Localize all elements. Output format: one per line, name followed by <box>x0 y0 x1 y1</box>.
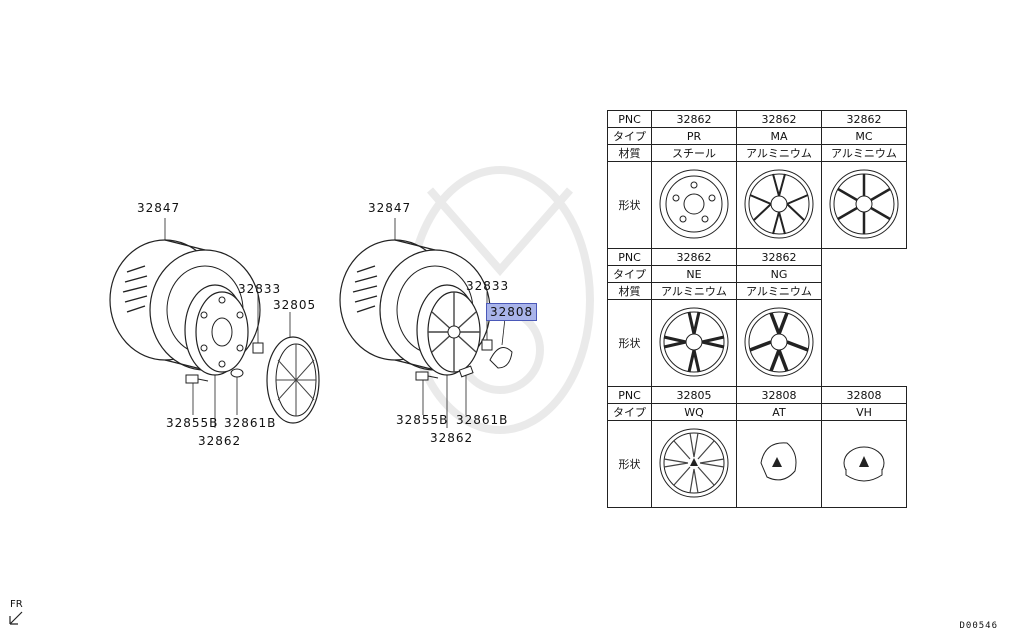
table-row: タイプ PR MA MC <box>607 127 907 145</box>
type-cell: MA <box>736 127 822 145</box>
pnc-cell: 32805 <box>651 386 737 404</box>
pnc-cell: 32862 <box>736 248 822 266</box>
pnc-cell: 32808 <box>821 386 907 404</box>
alloy-wheel-mc-icon[interactable] <box>826 166 902 242</box>
material-cell: アルミニウム <box>736 282 822 300</box>
pnc-cell: 32808 <box>736 386 822 404</box>
type-label: タイプ <box>607 127 652 145</box>
table-row: 材質 スチール アルミニウム アルミニウム <box>607 144 907 162</box>
callout-right-weight[interactable]: 32861B <box>456 413 509 427</box>
fr-label: FR <box>10 599 23 610</box>
fr-arrow-icon <box>9 611 23 625</box>
table-row: 形状 <box>607 161 907 249</box>
alloy-wheel-ng-icon[interactable] <box>741 304 817 380</box>
type-label: タイプ <box>607 265 652 283</box>
callout-right-bolt[interactable]: 32855B <box>396 413 449 427</box>
callout-left-wheel[interactable]: 32862 <box>198 434 242 448</box>
table-row: PNC 32805 32808 32808 <box>607 386 907 404</box>
center-cap-vh-icon[interactable] <box>834 433 894 493</box>
alloy-wheel-ma-icon[interactable] <box>741 166 817 242</box>
right-balance-weight <box>458 365 474 415</box>
type-cell: PR <box>651 127 737 145</box>
shape-label: 形状 <box>607 161 652 249</box>
callout-left-weight[interactable]: 32861B <box>224 416 277 430</box>
table-row: タイプ NE NG <box>607 265 907 283</box>
table-row: 材質 アルミニウム アルミニウム <box>607 282 907 300</box>
material-cell: アルミニウム <box>651 282 737 300</box>
type-cell: NE <box>651 265 737 283</box>
table-row: PNC 32862 32862 32862 <box>607 110 907 128</box>
type-cell: NG <box>736 265 822 283</box>
wheel-spec-table: PNC 32862 32862 32862 タイプ PR MA MC 材質 スチ… <box>607 110 907 508</box>
callout-right-wheel[interactable]: 32862 <box>430 431 474 445</box>
callout-left-tire[interactable]: 32847 <box>137 201 181 215</box>
pnc-cell: 32862 <box>651 248 737 266</box>
type-cell: AT <box>736 403 822 421</box>
type-cell: VH <box>821 403 907 421</box>
pnc-label: PNC <box>607 248 652 266</box>
right-bolt <box>415 371 439 415</box>
callout-left-bolt[interactable]: 32855B <box>166 416 219 430</box>
table-row: タイプ WQ AT VH <box>607 403 907 421</box>
type-cell: MC <box>821 127 907 145</box>
pnc-cell: 32862 <box>736 110 822 128</box>
pnc-label: PNC <box>607 386 652 404</box>
material-cell: アルミニウム <box>736 144 822 162</box>
table-row: PNC 32862 32862 <box>607 248 907 266</box>
diagram-code: D00546 <box>959 621 998 631</box>
center-cap-at-icon[interactable] <box>749 433 809 493</box>
type-cell: WQ <box>651 403 737 421</box>
callout-right-tire[interactable]: 32847 <box>368 201 412 215</box>
type-label: タイプ <box>607 403 652 421</box>
table-row: 形状 <box>607 299 907 387</box>
left-wheel-cover <box>266 312 320 424</box>
left-steel-wheel <box>184 284 249 376</box>
material-label: 材質 <box>607 144 652 162</box>
left-wheel-nut <box>252 292 264 354</box>
right-center-cap <box>489 317 513 369</box>
left-balance-weight <box>230 368 244 415</box>
left-bolt <box>185 374 209 415</box>
material-cell: アルミニウム <box>821 144 907 162</box>
steel-wheel-icon[interactable] <box>656 166 732 242</box>
pnc-cell: 32862 <box>651 110 737 128</box>
shape-label: 形状 <box>607 420 652 508</box>
shape-label: 形状 <box>607 299 652 387</box>
pnc-cell: 32862 <box>821 110 907 128</box>
table-row: 形状 <box>607 420 907 508</box>
callout-left-nut[interactable]: 32833 <box>238 282 282 296</box>
alloy-wheel-ne-icon[interactable] <box>656 304 732 380</box>
right-alloy-wheel <box>416 284 481 376</box>
wheel-cover-icon[interactable] <box>656 425 732 501</box>
callout-right-cap-highlighted[interactable]: 32808 <box>486 303 538 321</box>
material-label: 材質 <box>607 282 652 300</box>
pnc-label: PNC <box>607 110 652 128</box>
material-cell: スチール <box>651 144 737 162</box>
callout-right-nut[interactable]: 32833 <box>466 279 510 293</box>
callout-left-cover[interactable]: 32805 <box>273 298 317 312</box>
